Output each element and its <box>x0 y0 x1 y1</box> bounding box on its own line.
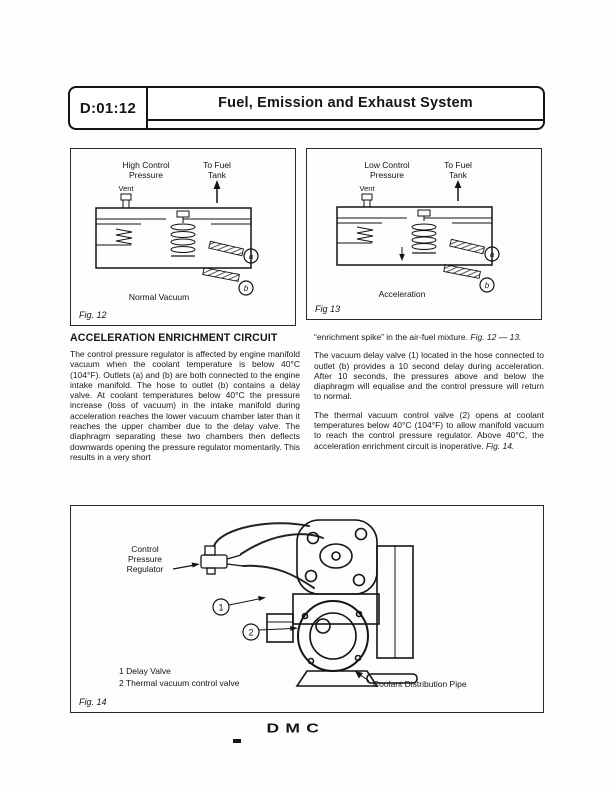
article-body: ACCELERATION ENRICHMENT CIRCUIT The cont… <box>70 332 544 470</box>
page-header: D:01:12 Fuel, Emission and Exhaust Syste… <box>68 86 545 130</box>
label-control: Control <box>131 544 159 554</box>
outlet-a-label: a <box>490 250 495 259</box>
figure-12: High Control Pressure To Fuel Tank Vent <box>70 148 296 326</box>
svg-text:2: 2 <box>248 628 253 638</box>
paragraph-3: The vacuum delay valve (1) located in th… <box>314 350 544 402</box>
outlet-a-circle <box>243 248 259 264</box>
vacuum-hoses <box>213 522 324 589</box>
callout-2: 2 <box>242 623 298 641</box>
page-title: Fuel, Emission and Exhaust System <box>218 95 473 111</box>
paragraph-2-figref: Fig. 12 — 13. <box>470 332 522 342</box>
label-regulator: Regulator <box>127 564 164 574</box>
spring-left <box>356 226 374 243</box>
engine-assembly <box>266 519 418 687</box>
paragraph-1: The control pressure regulator is affect… <box>70 349 300 462</box>
figure-12-caption: Fig. 12 <box>79 310 107 320</box>
label-pressure: Pressure <box>370 170 404 180</box>
label-tank: Tank <box>208 170 227 180</box>
coolant-distribution-pipe <box>366 673 418 684</box>
outlet-a-hose <box>449 238 486 255</box>
vent-pipe <box>120 193 132 208</box>
paragraph-4-figref: Fig. 14. <box>485 440 515 451</box>
dmc-logo-text: DMC <box>267 721 326 736</box>
label-high-control: High Control <box>122 160 169 170</box>
dmc-logo-graphic: DMC <box>267 721 326 736</box>
outlet-b-label: b <box>244 284 249 293</box>
outlet-b-hose <box>202 267 240 282</box>
engine-diagram: Control Pressure Regulator <box>119 519 467 689</box>
figure-14: Control Pressure Regulator <box>70 505 544 713</box>
svg-text:1: 1 <box>218 603 223 613</box>
paragraph-2: “enrichment spike” in the air-fuel mixtu… <box>314 332 544 342</box>
vent-pipe <box>361 193 373 207</box>
legend-thermal-valve: 2 Thermal vacuum control valve <box>119 678 240 688</box>
label-low-control: Low Control <box>364 160 409 170</box>
section-code: D:01:12 <box>70 88 148 128</box>
outlet-a-circle <box>484 246 500 262</box>
outlet-b-circle <box>238 280 254 296</box>
regulator-body <box>95 207 252 269</box>
fuel-flow-arrow <box>454 180 462 201</box>
regulator-pointer-arrow <box>172 562 200 570</box>
outlet-b-label: b <box>485 281 490 290</box>
figure-13-caption: Fig 13 <box>315 304 341 314</box>
fuel-flow-arrow <box>213 180 221 203</box>
figure-14-caption: Fig. 14 <box>79 697 107 707</box>
regulator-schematic-normal-vacuum: High Control Pressure To Fuel Tank Vent <box>95 160 259 302</box>
regulator-body <box>336 206 493 266</box>
paragraph-2-text: “enrichment spike” in the air-fuel mixtu… <box>314 332 469 342</box>
label-pressure: Pressure <box>128 554 162 564</box>
outlet-b-hose <box>443 264 481 279</box>
label-pressure: Pressure <box>129 170 163 180</box>
text-column-left: ACCELERATION ENRICHMENT CIRCUIT The cont… <box>70 332 300 470</box>
spring-left <box>115 228 133 245</box>
legend-delay-valve: 1 Delay Valve <box>119 666 171 676</box>
callout-1: 1 <box>212 596 266 616</box>
page-bottom-mark <box>233 739 241 743</box>
label-normal-vacuum: Normal Vacuum <box>129 292 189 302</box>
label-coolant-distribution-pipe: Coolant Distribution Pipe <box>373 679 467 689</box>
label-tank: Tank <box>449 170 468 180</box>
outlet-b-circle <box>479 277 495 293</box>
label-acceleration: Acceleration <box>379 289 426 299</box>
label-to-fuel: To Fuel <box>444 160 472 170</box>
pipe-label-arrow <box>355 671 370 682</box>
dmc-logo: DMC <box>264 720 348 741</box>
header-title-cell: Fuel, Emission and Exhaust System <box>148 88 543 128</box>
label-to-fuel: To Fuel <box>203 160 231 170</box>
outlet-a-label: a <box>249 252 254 261</box>
paragraph-4: The thermal vacuum control valve (2) ope… <box>314 410 544 451</box>
control-pressure-regulator-part <box>200 545 244 575</box>
label-vent: Vent <box>118 184 134 193</box>
text-column-right: “enrichment spike” in the air-fuel mixtu… <box>314 332 544 470</box>
article-heading: ACCELERATION ENRICHMENT CIRCUIT <box>70 332 278 344</box>
figure-13: Low Control Pressure To Fuel Tank Vent <box>306 148 542 320</box>
regulator-schematic-acceleration: Low Control Pressure To Fuel Tank Vent <box>336 160 500 299</box>
header-underline <box>148 119 543 121</box>
label-vent: Vent <box>359 184 375 193</box>
paragraph-4-text: The thermal vacuum control valve (2) ope… <box>314 409 544 451</box>
outlet-a-hose <box>208 240 245 257</box>
